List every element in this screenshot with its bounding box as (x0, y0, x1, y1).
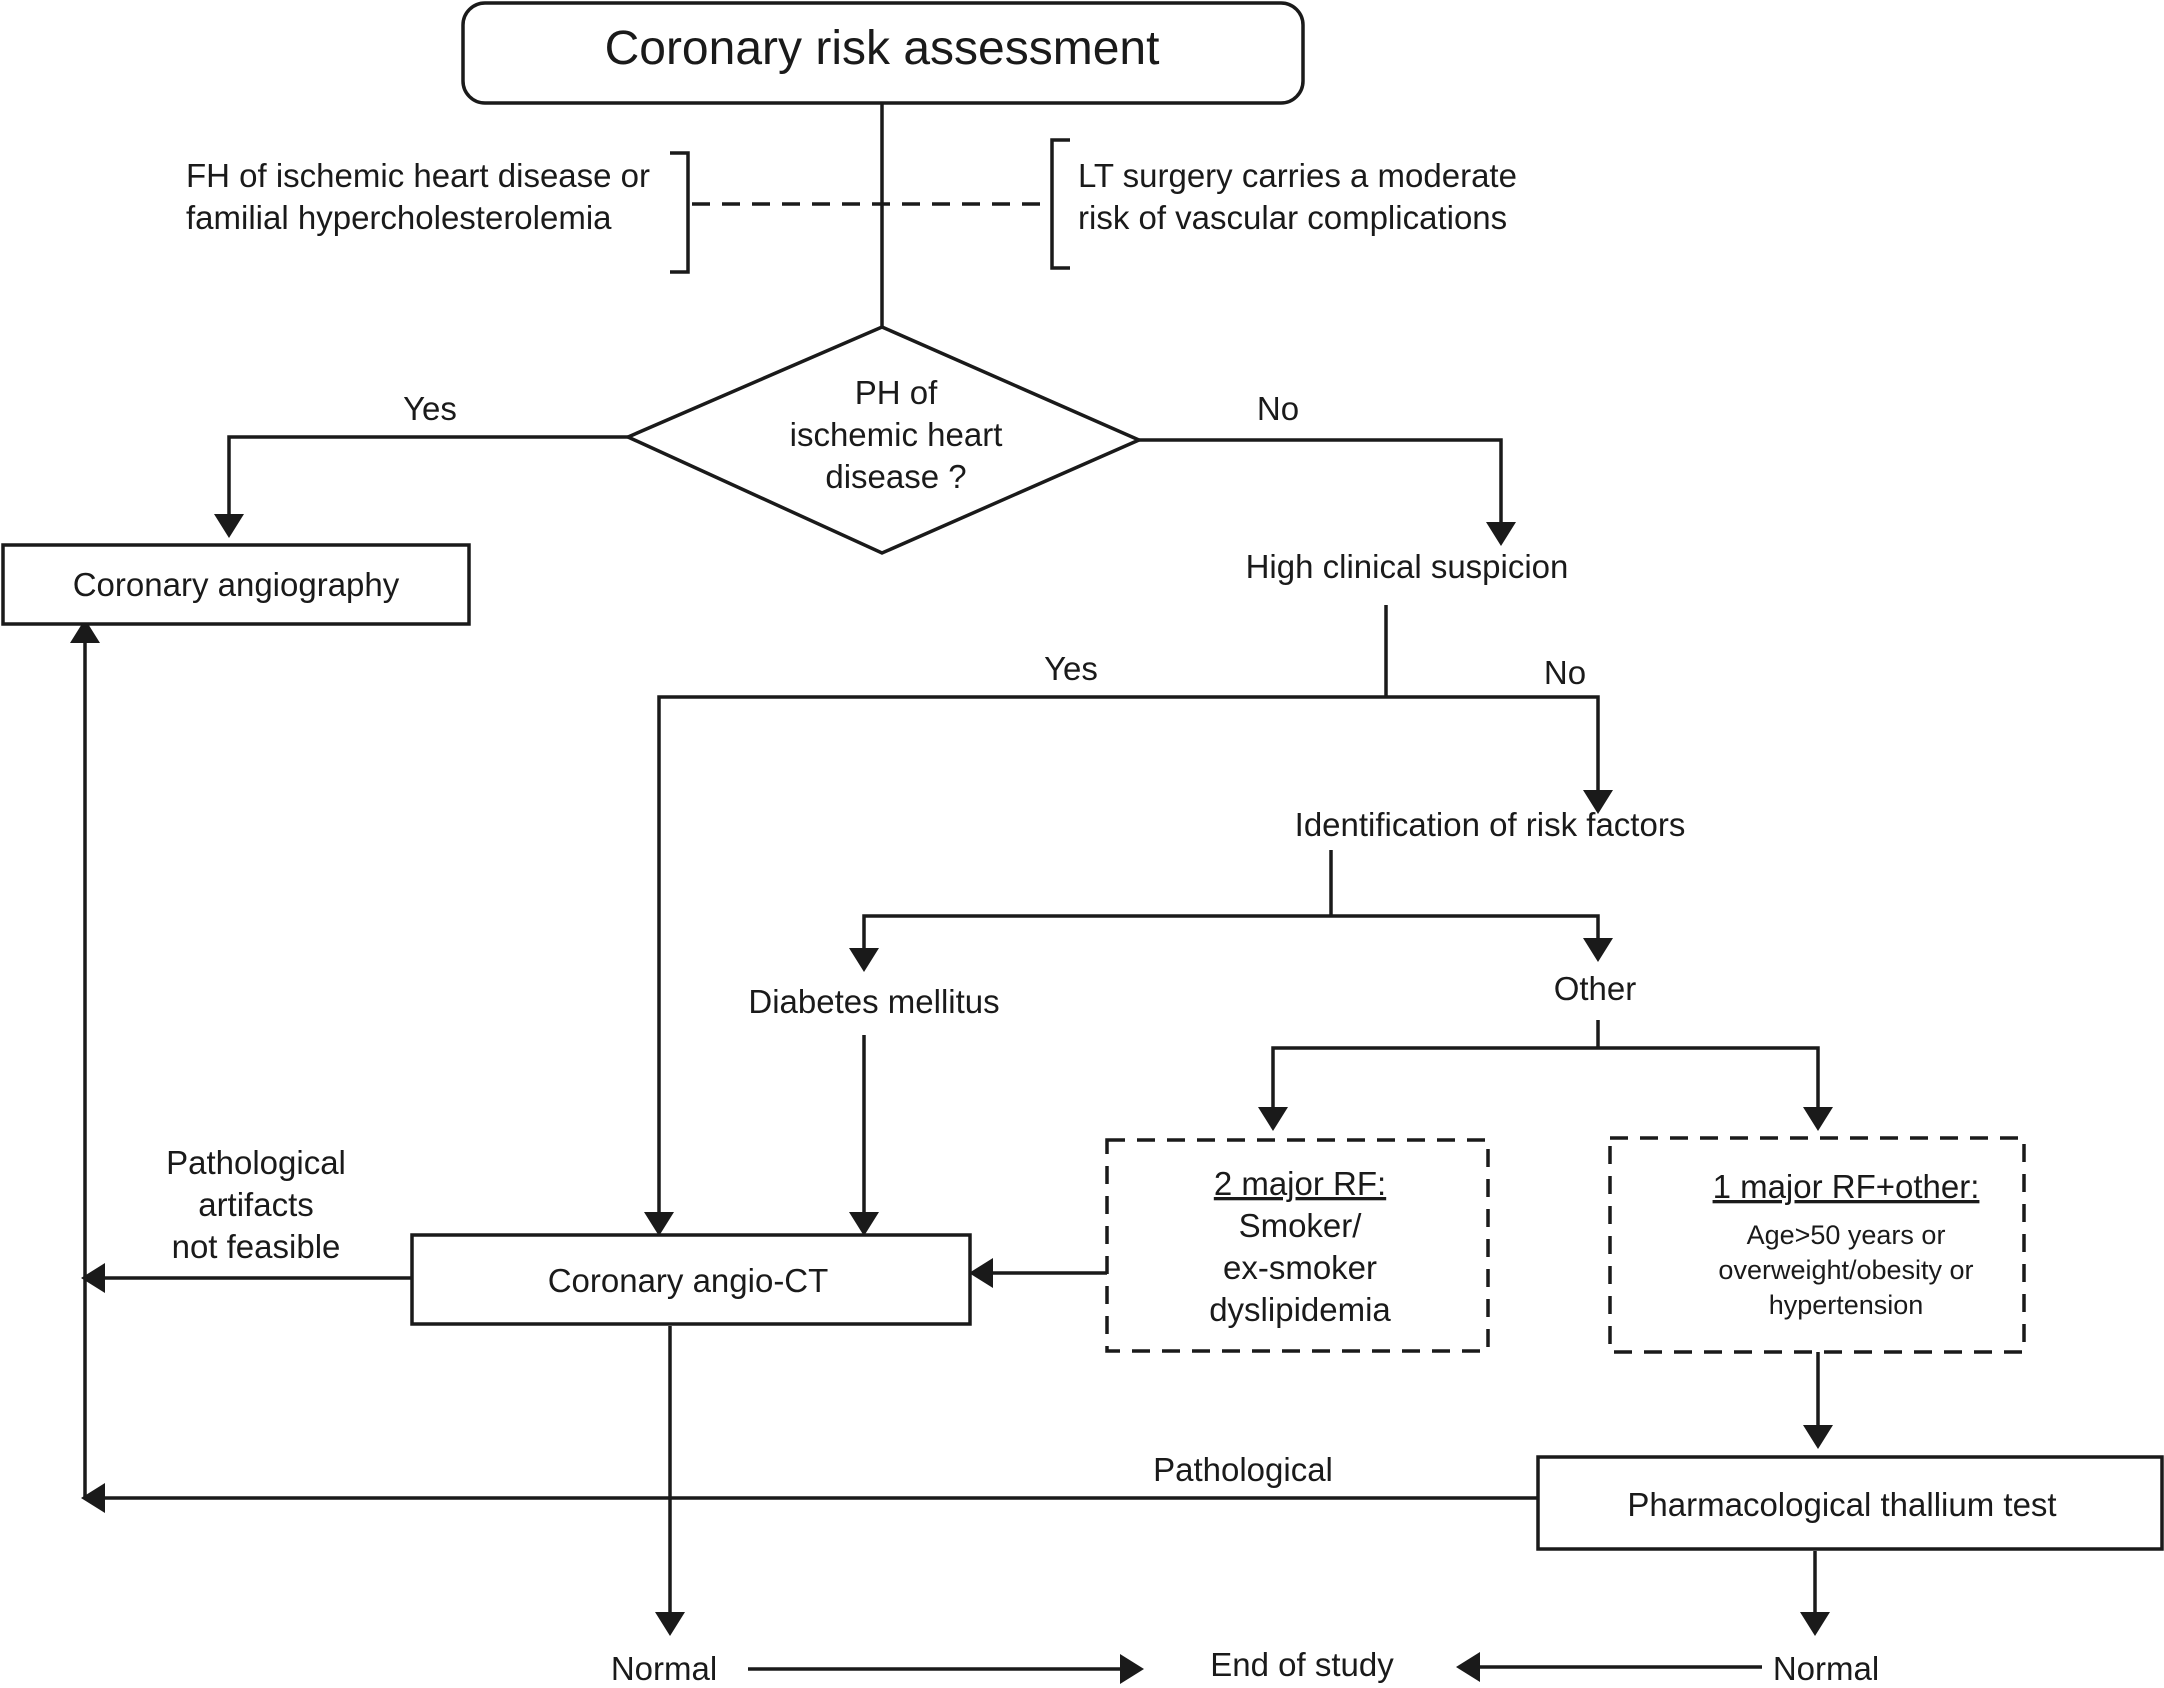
pathological-artifacts-line-1: Pathological (166, 1144, 346, 1181)
thallium-test-text: Pharmacological thallium test (1627, 1486, 2056, 1523)
other-split-line (1271, 1046, 1820, 1107)
arrow-to-thallium (1803, 1425, 1833, 1449)
two-major-rf-heading: 2 major RF: (1214, 1165, 1386, 1202)
two-major-rf-line-2: ex-smoker (1223, 1249, 1377, 1286)
yes-top-label: Yes (403, 390, 457, 427)
decision-line-1: PH of (855, 374, 938, 411)
coronary-angiography-box (1, 543, 471, 626)
one-major-rf-line-1: Age>50 years or (1747, 1220, 1946, 1250)
two-major-rf-line-1: Smoker/ (1239, 1207, 1363, 1244)
one-major-rf-heading: 1 major RF+other: (1713, 1168, 1980, 1205)
decision-line-2: ischemic heart (790, 416, 1003, 453)
two-major-rf-box (1105, 1138, 1490, 1353)
arrow-to-normal-right (1800, 1612, 1830, 1636)
decision-diamond (623, 325, 1144, 555)
left-note-line-2: familial hypercholesterolemia (186, 199, 612, 236)
normal-right-text: Normal (1773, 1650, 1879, 1687)
connectors (83, 103, 1820, 1671)
no-branch-line (1139, 438, 1503, 522)
normal-left-text: Normal (611, 1650, 717, 1687)
arrow-rf2-to-ct (969, 1258, 993, 1288)
right-note-bracket (1050, 138, 1070, 270)
two-major-rf-line-3: dyslipidemia (1209, 1291, 1391, 1328)
high-clinical-suspicion-text: High clinical suspicion (1246, 548, 1569, 585)
title-text: Coronary risk assessment (605, 22, 1160, 75)
arrow-to-angiography (214, 514, 244, 538)
arrow-suspicion-to-ct (644, 1212, 674, 1236)
right-note-line-2: risk of vascular complications (1078, 199, 1507, 236)
arrow-to-diabetes (849, 948, 879, 972)
arrow-to-suspicion (1486, 522, 1516, 546)
arrow-to-risk-factors (1583, 790, 1613, 814)
coronary-angio-ct-text: Coronary angio-CT (548, 1262, 829, 1299)
one-major-rf-line-2: overweight/obesity or (1718, 1255, 1973, 1285)
coronary-angio-ct-box (410, 1233, 972, 1326)
no-top-label: No (1257, 390, 1299, 427)
texts: Coronary risk assessment FH of ischemic … (73, 22, 2057, 1687)
arrow-diabetes-to-ct (849, 1212, 879, 1236)
arrow-normal-right-to-end (1456, 1652, 1480, 1682)
thallium-test-box (1536, 1455, 2164, 1551)
arrow-to-rf1 (1803, 1107, 1833, 1131)
decision-line-3: disease ? (825, 458, 966, 495)
arrowheads (70, 514, 1833, 1684)
arrow-up-to-angiography (70, 619, 100, 643)
arrow-to-rf2 (1258, 1107, 1288, 1131)
no-mid-label: No (1544, 654, 1586, 691)
identification-risk-factors-text: Identification of risk factors (1295, 806, 1686, 843)
left-note-line-1: FH of ischemic heart disease or (186, 157, 650, 194)
one-major-rf-box (1608, 1136, 2026, 1354)
arrow-ct-pathological (81, 1263, 105, 1293)
shapes (1, 1, 2164, 1551)
arrow-thallium-pathological (81, 1483, 105, 1513)
arrow-normal-left-to-end (1120, 1654, 1144, 1684)
left-note-bracket (670, 151, 690, 274)
other-text: Other (1554, 970, 1637, 1007)
pathological-artifacts-line-3: not feasible (172, 1228, 341, 1265)
arrow-to-normal-left (655, 1612, 685, 1636)
risk-factors-split-line (862, 914, 1600, 948)
yes-mid-label: Yes (1044, 650, 1098, 687)
pathological-artifacts-line-2: artifacts (198, 1186, 314, 1223)
coronary-angiography-text: Coronary angiography (73, 566, 400, 603)
pathological-label: Pathological (1153, 1451, 1333, 1488)
diabetes-mellitus-text: Diabetes mellitus (748, 983, 999, 1020)
end-of-study-text: End of study (1210, 1646, 1394, 1683)
suspicion-split-line (657, 695, 1600, 1212)
one-major-rf-line-3: hypertension (1769, 1290, 1924, 1320)
right-note-line-1: LT surgery carries a moderate (1078, 157, 1517, 194)
title-box (461, 1, 1305, 105)
arrow-to-other (1583, 938, 1613, 962)
yes-branch-line (227, 435, 628, 514)
